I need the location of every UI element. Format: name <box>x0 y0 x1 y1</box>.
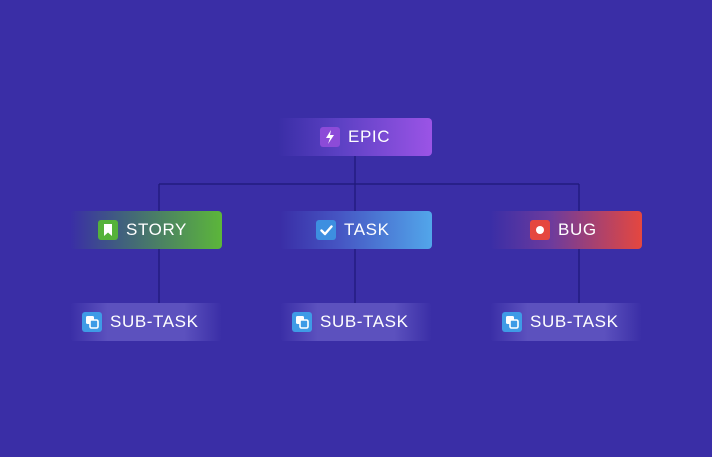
checkmark-icon <box>316 220 336 240</box>
task-node: TASK <box>280 211 432 249</box>
epic-label: EPIC <box>348 127 391 146</box>
epic-node: EPIC <box>278 118 432 156</box>
subtask-label: SUB-TASK <box>110 312 199 331</box>
subtask-label: SUB-TASK <box>320 312 409 331</box>
task-label: TASK <box>344 220 390 239</box>
bug-dot-icon <box>530 220 550 240</box>
subtask-icon <box>502 312 522 332</box>
bug-subtask-node: SUB-TASK <box>490 303 642 341</box>
task-subtask-node: SUB-TASK <box>280 303 432 341</box>
bug-node: BUG <box>490 211 642 249</box>
bug-label: BUG <box>558 220 597 239</box>
lightning-icon <box>320 127 340 147</box>
story-subtask-node: SUB-TASK <box>70 303 222 341</box>
bookmark-icon <box>98 220 118 240</box>
subtask-icon <box>292 312 312 332</box>
subtask-label: SUB-TASK <box>530 312 619 331</box>
subtask-icon <box>82 312 102 332</box>
story-label: STORY <box>126 220 187 239</box>
story-node: STORY <box>70 211 222 249</box>
